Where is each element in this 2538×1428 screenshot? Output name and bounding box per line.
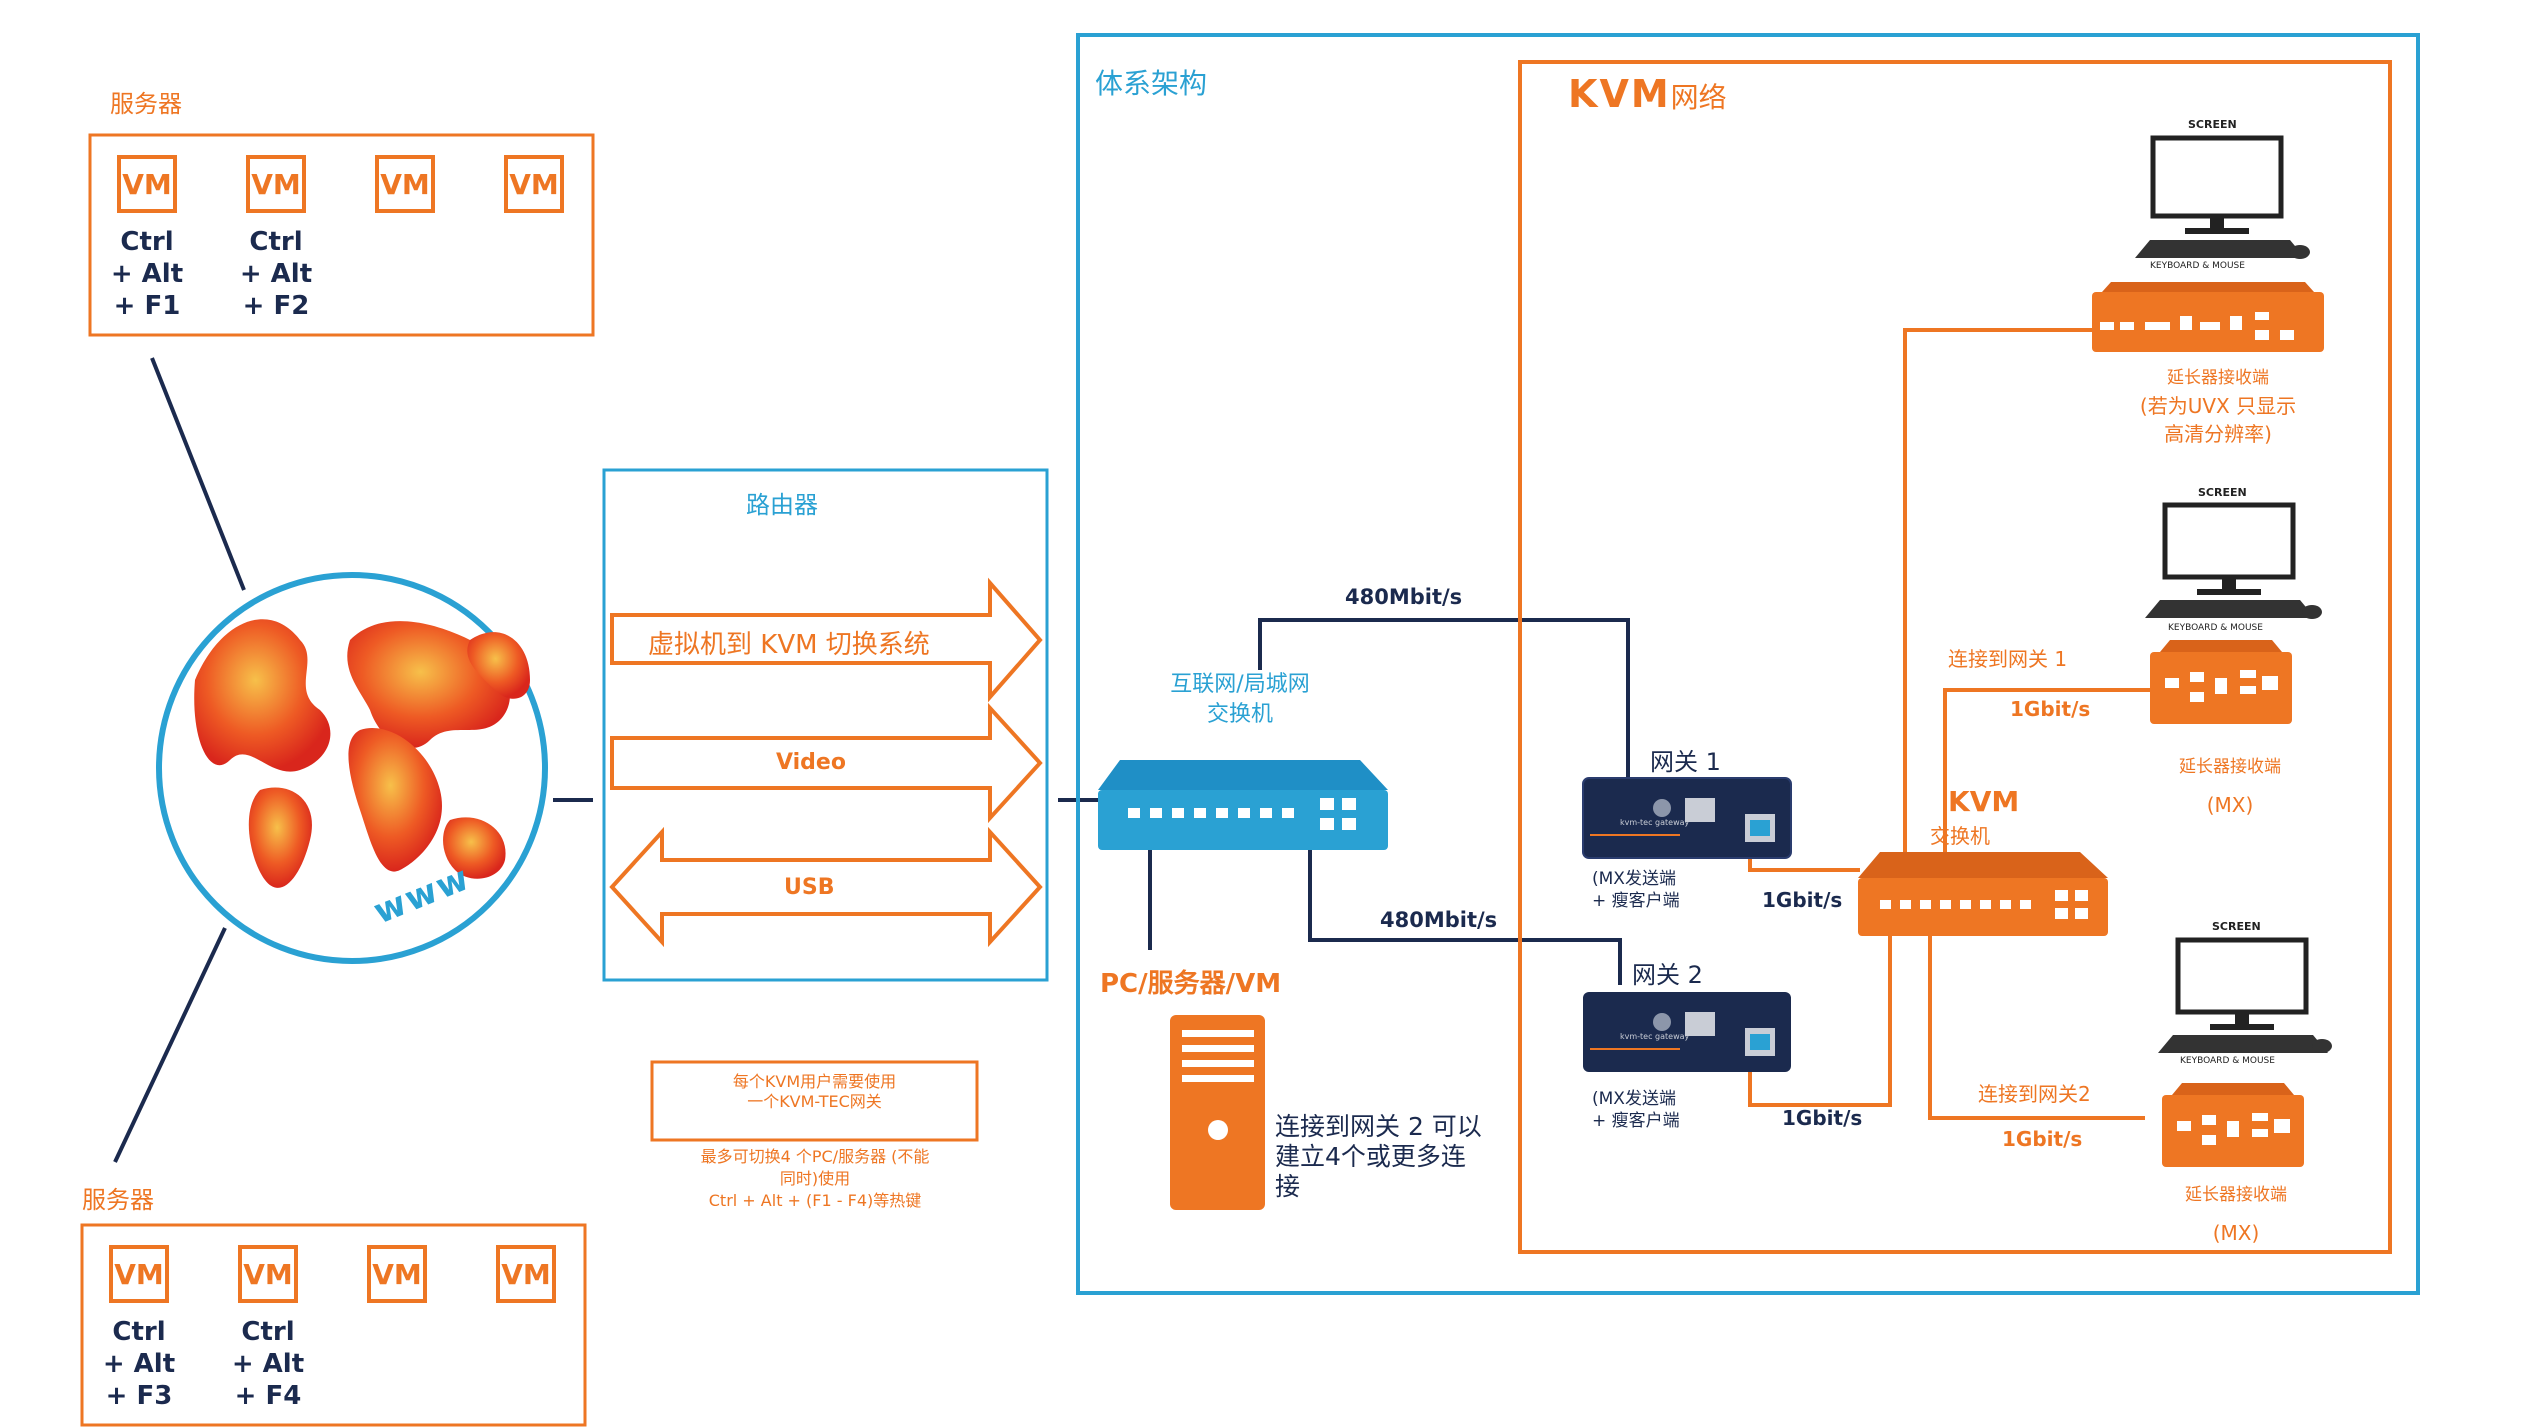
- router-frame: [602, 468, 1049, 982]
- receiver-2-connect-label: 连接到网关 1: [1948, 647, 2068, 671]
- server-top-title: 服务器: [110, 90, 182, 118]
- kvm-network-title: KVM网络: [1568, 72, 1727, 116]
- hotkey-f3: Ctrl + Alt + F3: [102, 1317, 176, 1411]
- gateway-1-device-text: kvm-tec gateway: [1620, 818, 1690, 827]
- hotkey-f1: Ctrl + Alt + F1: [110, 227, 184, 321]
- pc-note-line1: 连接到网关 2 可以: [1275, 1112, 1482, 1141]
- gateway-1-device: [1582, 777, 1792, 859]
- vm-icon: VM: [367, 1245, 427, 1303]
- vm-icon: VM: [375, 155, 435, 213]
- gateway-2-device-text: kvm-tec gateway: [1620, 1032, 1690, 1041]
- receiver-3-desc-line2: (MX): [2212, 1221, 2260, 1245]
- server-bottom-frame: [80, 1223, 587, 1427]
- note-frame: [650, 1060, 979, 1142]
- receiver-2-screen-label: SCREEN: [2198, 486, 2247, 499]
- hotkey-f4: Ctrl + Alt + F4: [231, 1317, 305, 1411]
- receiver-1-screen-label: SCREEN: [2188, 118, 2237, 131]
- note-text: 最多可切换4 个PC/服务器 (不能 同时)使用 Ctrl + Alt + (F…: [640, 1146, 990, 1212]
- gateway-2-label: 网关 2: [1632, 961, 1703, 989]
- receiver-2-desc-line2: (MX): [2206, 793, 2254, 817]
- orange-connection-lines: [1748, 328, 2150, 1120]
- gateway-1-desc-line1: (MX发送端: [1592, 869, 1676, 889]
- gateway-2-device: [1583, 992, 1791, 1072]
- receiver-3-workstation: [2158, 937, 2332, 1167]
- receiver-2-speed: 1Gbit/s: [2010, 697, 2091, 721]
- receiver-3-desc-line1: 延长器接收端: [2185, 1185, 2287, 1205]
- receiver-1-desc-line2: (若为UVX 只显示: [2139, 394, 2297, 418]
- gateway-2-desc-line2: + 瘦客户端: [1592, 1111, 1680, 1131]
- arrow-label-usb: USB: [784, 875, 835, 900]
- arrow-label-video: Video: [776, 750, 846, 775]
- lan-switch-icon: [1098, 760, 1388, 850]
- globe-icon: [156, 572, 548, 964]
- receiver-2-desc-line1: 延长器接收端: [2179, 757, 2281, 777]
- pc-title: PC/服务器/VM: [1100, 969, 1282, 999]
- receiver-2-workstation: [2145, 502, 2322, 724]
- vm-to-kvm-arrow: [610, 577, 1043, 703]
- speed-label-bottom: 480Mbit/s: [1380, 908, 1498, 932]
- usb-arrow: [609, 826, 1043, 948]
- vm-icon: VM: [117, 155, 177, 213]
- pc-note-line3: 接: [1275, 1172, 1301, 1201]
- gateway-2-desc-line1: (MX发送端: [1592, 1089, 1676, 1109]
- vm-icon: VM: [246, 155, 306, 213]
- receiver-1-keyboard-label: KEYBOARD & MOUSE: [2150, 261, 2245, 271]
- note-box-text: 每个KVM用户需要使用 一个KVM-TEC网关: [652, 1072, 977, 1112]
- video-arrow: [610, 702, 1043, 824]
- vm-icon: VM: [109, 1245, 169, 1303]
- receiver-3-desc: 延长器接收端 (MX): [2136, 1176, 2336, 1252]
- kvm-switch-icon: [1858, 852, 2108, 936]
- architecture-frame: [1076, 33, 2420, 1295]
- receiver-1-desc-line3: 高清分辨率): [2164, 422, 2272, 446]
- gateway-1-desc: (MX发送端 + 瘦客户端: [1592, 868, 1732, 912]
- pc-note: 连接到网关 2 可以 建立4个或更多连 接: [1275, 1112, 1505, 1202]
- pc-note-line2: 建立4个或更多连: [1275, 1142, 1466, 1171]
- kvm-network-title-rest: 网络: [1670, 81, 1727, 114]
- lan-switch-label: 互联网/局城网 交换机: [1140, 670, 1340, 730]
- receiver-1-desc: 延长器接收端 (若为UVX 只显示 高清分辨率): [2098, 364, 2338, 448]
- gateway-2-desc: (MX发送端 + 瘦客户端: [1592, 1088, 1732, 1132]
- note-line1: 最多可切换4 个PC/服务器 (不能: [700, 1147, 930, 1166]
- kvm-switch-title: KVM: [1948, 785, 2020, 818]
- gateway-1-speed: 1Gbit/s: [1762, 888, 1843, 912]
- note-box-line2: 一个KVM-TEC网关: [747, 1092, 882, 1111]
- speed-label-top: 480Mbit/s: [1345, 585, 1463, 609]
- kvm-network-frame: [1518, 60, 2392, 1254]
- receiver-3-keyboard-label: KEYBOARD & MOUSE: [2180, 1056, 2275, 1066]
- kvm-switch-subtitle: 交换机: [1930, 824, 1990, 848]
- note-line2: 同时)使用: [779, 1169, 851, 1188]
- gateway-1-label: 网关 1: [1650, 748, 1721, 776]
- receiver-1-workstation: [2092, 135, 2324, 352]
- vm-icon: VM: [496, 1245, 556, 1303]
- hotkey-f2: Ctrl + Alt + F2: [239, 227, 313, 321]
- router-title: 路由器: [746, 491, 818, 519]
- note-line3: Ctrl + Alt + (F1 - F4)等热键: [708, 1191, 922, 1210]
- server-top-frame: [88, 133, 595, 337]
- note-box-line1: 每个KVM用户需要使用: [732, 1072, 897, 1091]
- vm-icon: VM: [238, 1245, 298, 1303]
- receiver-1-desc-line1: 延长器接收端: [2167, 368, 2269, 388]
- architecture-title: 体系架构: [1095, 67, 1208, 100]
- lan-switch-label-line2: 交换机: [1206, 702, 1273, 727]
- receiver-2-desc: 延长器接收端 (MX): [2130, 748, 2330, 824]
- lan-switch-label-line1: 互联网/局城网: [1170, 672, 1310, 697]
- kvm-network-title-kvm: KVM: [1568, 72, 1671, 116]
- receiver-2-keyboard-label: KEYBOARD & MOUSE: [2168, 623, 2263, 633]
- receiver-3-speed: 1Gbit/s: [2002, 1127, 2083, 1151]
- arrow-label-vm-kvm: 虚拟机到 KVM 切换系统: [648, 630, 930, 660]
- pc-tower-icon: [1170, 1015, 1265, 1210]
- receiver-3-connect-label: 连接到网关2: [1978, 1082, 2091, 1106]
- vm-icon: VM: [504, 155, 564, 213]
- receiver-3-screen-label: SCREEN: [2212, 920, 2261, 933]
- gateway-1-desc-line2: + 瘦客户端: [1592, 891, 1680, 911]
- gateway-2-speed: 1Gbit/s: [1782, 1106, 1863, 1130]
- server-bottom-title: 服务器: [82, 1186, 154, 1214]
- navy-connection-lines: [113, 357, 1630, 1163]
